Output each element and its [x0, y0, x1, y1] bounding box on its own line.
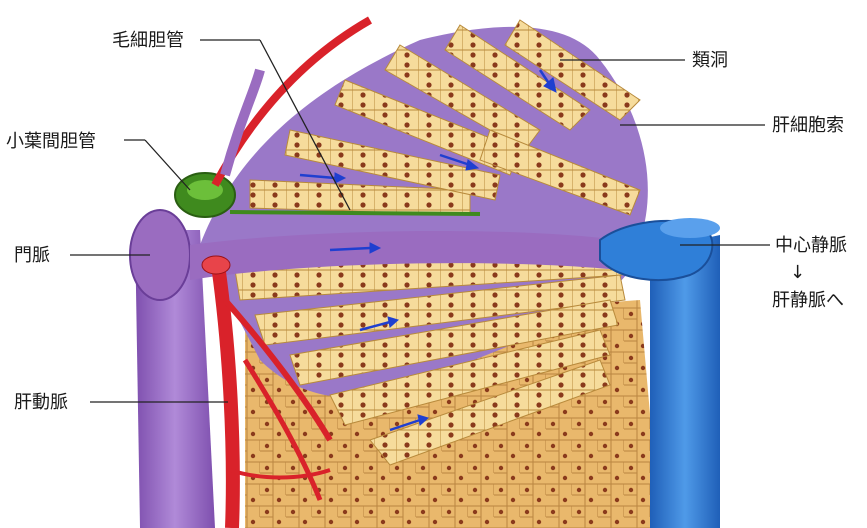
label-portal-vein: 門脈 — [14, 245, 50, 266]
label-hepatic-artery: 肝動脈 — [14, 392, 68, 413]
label-sinusoid: 類洞 — [692, 50, 728, 71]
label-interlobular-bile-duct: 小葉間胆管 — [6, 131, 96, 152]
label-to-hepatic-vein: 肝静脈へ — [772, 290, 844, 311]
label-central-vein: 中心静脈 — [775, 235, 847, 256]
arrow-down-icon: ↓ — [790, 262, 805, 283]
bile-canaliculus — [230, 212, 480, 214]
label-bile-canaliculus: 毛細胆管 — [112, 30, 184, 51]
interlobular-bile-duct — [175, 173, 235, 217]
label-hepatic-cord: 肝細胞索 — [772, 115, 844, 136]
